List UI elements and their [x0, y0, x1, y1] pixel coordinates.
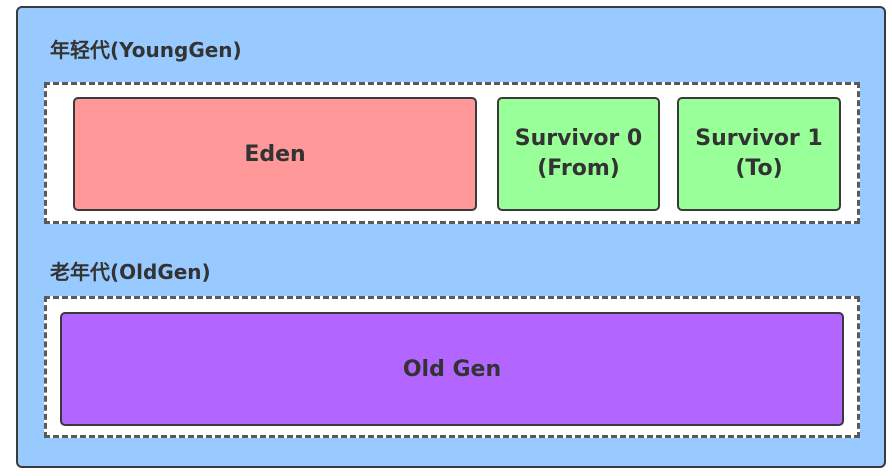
survivor-1-sublabel: (To) — [735, 156, 783, 181]
survivor-0-region: Survivor 0 (From) — [497, 97, 660, 211]
survivor-1-label: Survivor 1 — [695, 126, 823, 151]
young-gen-label: 年轻代(YoungGen) — [50, 38, 242, 62]
old-gen-region: Old Gen — [60, 312, 844, 426]
survivor-0-sublabel: (From) — [537, 156, 620, 181]
survivor-0-label: Survivor 0 — [514, 126, 643, 151]
survivor-1-region: Survivor 1 (To) — [677, 97, 841, 211]
eden-region: Eden — [73, 97, 477, 211]
eden-label: Eden — [244, 141, 306, 167]
old-gen-region-label: Old Gen — [402, 356, 502, 382]
old-gen-label: 老年代(OldGen) — [50, 260, 211, 284]
